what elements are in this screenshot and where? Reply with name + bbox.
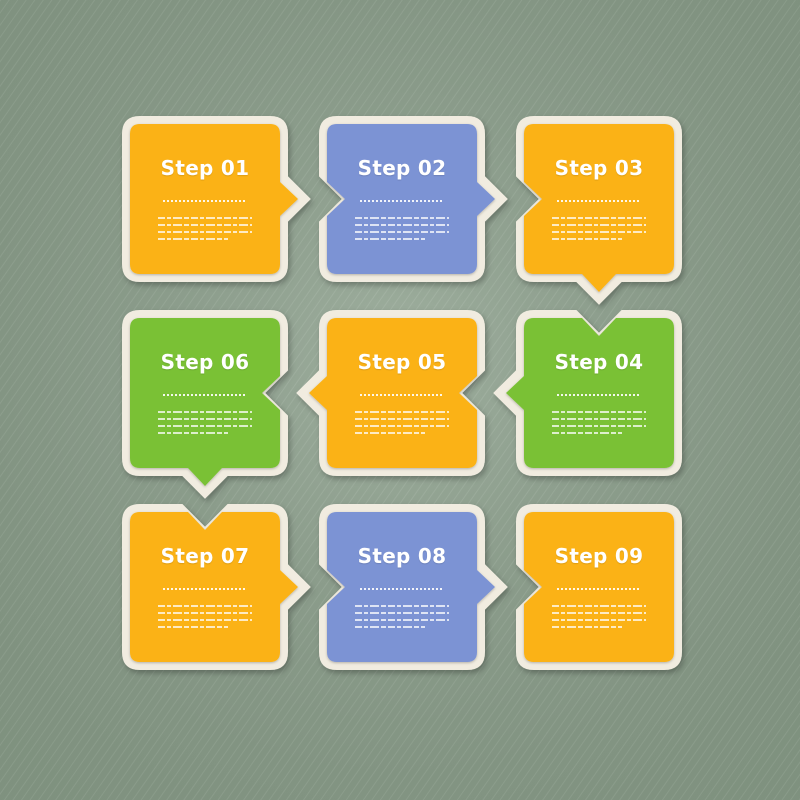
step-01-card <box>122 116 311 282</box>
step-05-fill <box>309 318 477 468</box>
step-01-fill <box>130 124 298 274</box>
step-07-fill <box>130 512 298 662</box>
step-04-card <box>493 310 682 476</box>
step-04-fill <box>506 318 674 468</box>
step-09-card <box>516 504 682 670</box>
step-07-card <box>122 504 311 670</box>
step-09-fill <box>524 512 674 662</box>
step-06-card <box>122 310 288 499</box>
step-02-card <box>319 116 508 282</box>
step-02-fill <box>327 124 495 274</box>
step-05-card <box>296 310 485 476</box>
step-08-card <box>319 504 508 670</box>
step-03-card <box>516 116 682 305</box>
step-03-fill <box>524 124 674 292</box>
step-08-fill <box>327 512 495 662</box>
step-06-fill <box>130 318 280 486</box>
